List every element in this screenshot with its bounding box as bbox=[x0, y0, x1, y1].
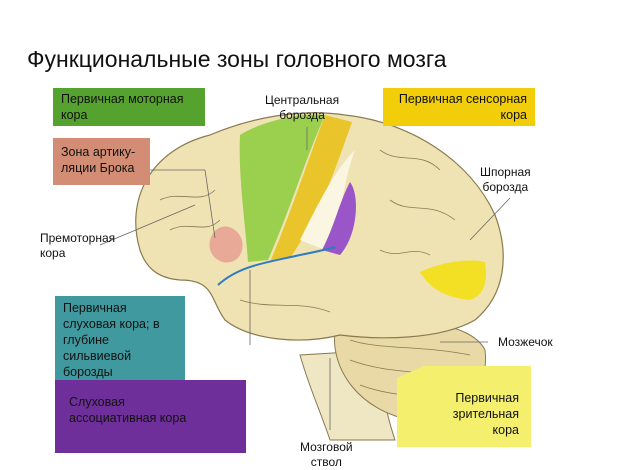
label-text: борозда bbox=[279, 108, 325, 122]
primary-auditory-cortex-box: Первичная слуховая кора; в глубине сильв… bbox=[55, 296, 185, 389]
box-text: Слуховая bbox=[69, 395, 125, 409]
central-sulcus-label: Центральная борозда bbox=[265, 93, 339, 123]
broca-area-box: Зона артику- ляции Брока bbox=[53, 138, 150, 185]
box-text: Зона артику- bbox=[61, 145, 136, 159]
cerebellum-label: Мозжечок bbox=[498, 335, 553, 349]
label-text: Шпорная bbox=[480, 165, 531, 179]
motor-cortex-area bbox=[239, 114, 325, 262]
box-text: Первичная bbox=[63, 301, 127, 315]
primary-motor-cortex-box: Первичная моторная кора bbox=[53, 88, 205, 126]
brainstem-label: Мозговой ствол bbox=[300, 440, 353, 470]
association-white-area bbox=[300, 150, 355, 250]
box-text: кора bbox=[61, 108, 88, 122]
box-text: Первичная моторная bbox=[61, 92, 184, 106]
gyri-lines bbox=[159, 149, 476, 401]
slide-title: Функциональные зоны головного мозга bbox=[27, 46, 447, 72]
auditory-assoc-area bbox=[322, 182, 356, 255]
label-text: ствол bbox=[310, 455, 342, 469]
label-text: кора bbox=[40, 246, 66, 260]
broca-area bbox=[209, 226, 243, 263]
box-text: зрительная bbox=[452, 407, 519, 421]
box-text: Первичная сенсорная bbox=[398, 92, 527, 106]
box-text: борозды bbox=[63, 365, 113, 379]
label-text: Мозговой bbox=[300, 440, 353, 454]
box-text: кора bbox=[500, 108, 527, 122]
box-text: кора bbox=[492, 423, 519, 437]
auditory-association-cortex-box: Слуховая ассоциативная кора bbox=[55, 380, 246, 453]
label-text: Центральная bbox=[265, 93, 340, 107]
box-text: ляции Брока bbox=[61, 161, 135, 175]
sensory-cortex-area bbox=[270, 115, 352, 262]
box-text: Первичная bbox=[455, 391, 519, 405]
sylvian-fissure bbox=[217, 246, 336, 286]
visual-cortex-area bbox=[420, 260, 487, 300]
premotor-cortex-label: Премоторная кора bbox=[40, 231, 115, 261]
primary-visual-cortex-box: Первичная зрительная кора bbox=[397, 366, 531, 447]
box-text: ассоциативная кора bbox=[69, 411, 187, 425]
label-text: борозда bbox=[482, 180, 529, 194]
leader-lines bbox=[99, 127, 511, 430]
primary-sensory-cortex-box: Первичная сенсорная кора bbox=[383, 88, 535, 126]
label-text: Премоторная bbox=[40, 231, 116, 245]
box-text: слуховая кора; в bbox=[63, 317, 160, 331]
calcarine-sulcus-label: Шпорная борозда bbox=[480, 165, 531, 195]
box-text: глубине сильвиевой bbox=[63, 333, 132, 363]
